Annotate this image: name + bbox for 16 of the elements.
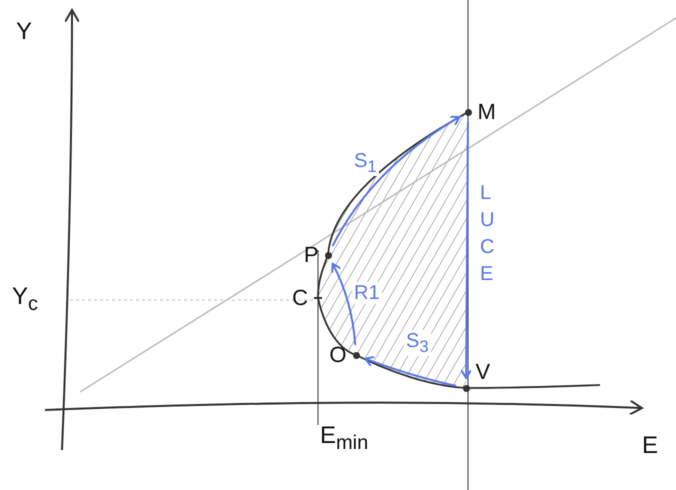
edge-label: S$_{1}$ <box>352 150 379 176</box>
arrow <box>330 262 356 346</box>
point-label: V <box>476 359 490 385</box>
axis-label: E <box>642 432 658 460</box>
arrow <box>332 116 460 247</box>
point-label: P <box>304 242 318 268</box>
arrow <box>460 122 472 379</box>
point-label: M <box>478 99 496 125</box>
edge-label: S$_{3}$ <box>404 330 431 356</box>
axis-label: Y <box>16 18 32 46</box>
axis-label: E$_{min}$ <box>320 422 368 455</box>
point-label: C <box>292 285 308 311</box>
arrow <box>364 356 456 387</box>
edge-label: R1 <box>352 282 382 304</box>
point-label: O <box>329 342 346 368</box>
axis-label: Y$_{c}$ <box>12 283 38 316</box>
